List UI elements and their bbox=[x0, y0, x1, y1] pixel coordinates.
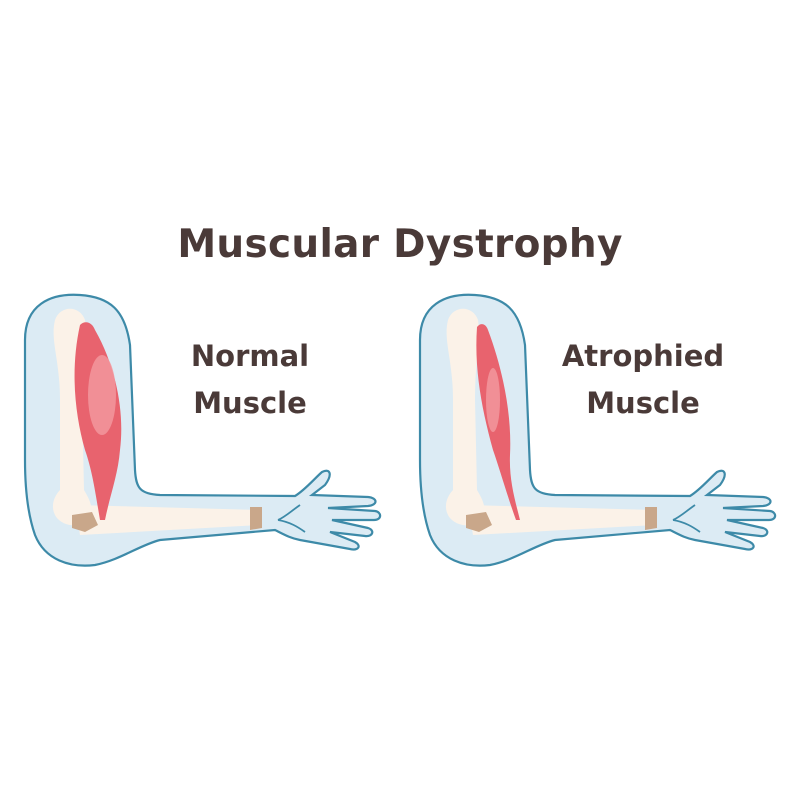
label-line-1: Atrophied bbox=[561, 339, 725, 373]
wrist-joint bbox=[645, 507, 657, 530]
elbow-joint bbox=[72, 512, 98, 532]
wrist-joint bbox=[250, 507, 262, 530]
biceps-muscle bbox=[476, 324, 520, 520]
biceps-highlight bbox=[486, 368, 500, 432]
label-line-2: Muscle bbox=[586, 386, 700, 420]
label-line-2: Muscle bbox=[193, 386, 307, 420]
humerus-bone bbox=[445, 308, 485, 526]
arm-skin bbox=[23, 293, 382, 567]
palm-crease bbox=[672, 504, 701, 533]
normal-muscle-label: Normal Muscle bbox=[180, 333, 320, 427]
normal-arm bbox=[23, 293, 382, 567]
biceps-highlight bbox=[88, 355, 116, 435]
diagram-title: Muscular Dystrophy bbox=[177, 222, 623, 267]
palm-crease bbox=[277, 504, 306, 533]
label-line-1: Normal bbox=[190, 339, 310, 373]
atrophied-arm bbox=[418, 293, 777, 567]
elbow-joint bbox=[466, 512, 492, 532]
forearm-bones bbox=[75, 505, 260, 535]
atrophied-muscle-label: Atrophied Muscle bbox=[548, 333, 738, 427]
